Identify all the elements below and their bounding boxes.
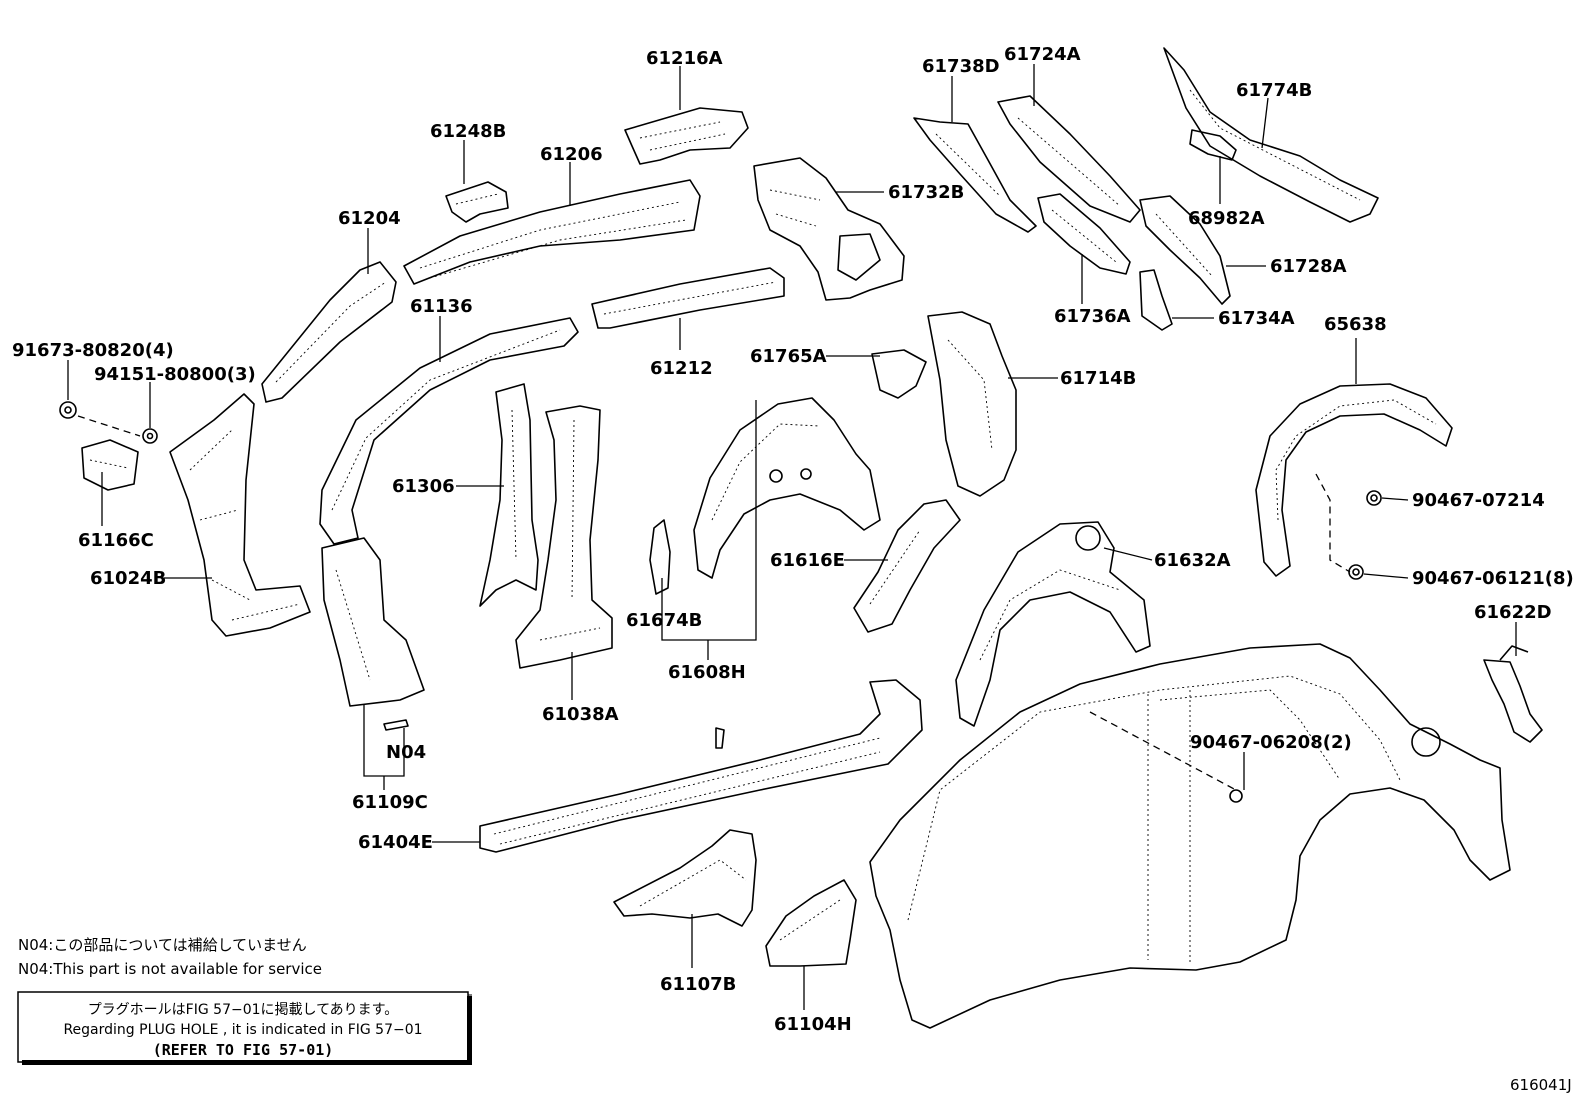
- figure-id: 616041J: [1510, 1076, 1572, 1094]
- part-61724A-drawing[interactable]: [997, 95, 1141, 223]
- part-N04-drawing[interactable]: [383, 719, 409, 731]
- part-61608H-drawing[interactable]: [693, 397, 881, 579]
- label-61616E: 61616E: [770, 550, 845, 571]
- part-61674B-drawing[interactable]: [649, 519, 671, 595]
- label-61306: 61306: [392, 476, 455, 497]
- part-61774B-drawing[interactable]: [1163, 47, 1379, 223]
- label-61166C: 61166C: [78, 530, 154, 551]
- label-61204: 61204: [338, 208, 401, 229]
- label-61674B: 61674B: [626, 610, 702, 631]
- label-61714B: 61714B: [1060, 368, 1136, 389]
- label-61038A: 61038A: [542, 704, 619, 725]
- part-61616E-drawing[interactable]: [853, 499, 961, 633]
- part-61109C-drawing[interactable]: [321, 537, 425, 707]
- reference-line-refer: (REFER TO FIG 57-01): [153, 1041, 334, 1059]
- label-61104H: 61104H: [774, 1014, 852, 1035]
- part-61104H-drawing[interactable]: [765, 879, 857, 967]
- part-61306-drawing[interactable]: [479, 383, 539, 607]
- part-68982A-drawing[interactable]: [1189, 129, 1237, 161]
- note-n04-english: N04:This part is not available for servi…: [18, 960, 322, 978]
- part-61038A-drawing[interactable]: [515, 405, 613, 669]
- reference-line-english: Regarding PLUG HOLE , it is indicated in…: [63, 1022, 422, 1038]
- label-61107B: 61107B: [660, 974, 736, 995]
- clip-90467-07214-drawing[interactable]: [1366, 490, 1382, 506]
- leader-lines: [67, 64, 1517, 1010]
- label-61109C: 61109C: [352, 792, 428, 813]
- label-91673-80820: 91673-80820(4): [12, 340, 174, 361]
- body-side-outer-panel: [869, 643, 1511, 1029]
- label-61632A: 61632A: [1154, 550, 1231, 571]
- part-61206-drawing[interactable]: [403, 179, 701, 285]
- label-61212: 61212: [650, 358, 713, 379]
- clip-90467-06208-path: [1089, 711, 1237, 791]
- part-61714B-drawing[interactable]: [927, 311, 1017, 497]
- part-61248B-drawing[interactable]: [445, 181, 509, 223]
- bolt-path: [77, 415, 141, 437]
- label-61774B: 61774B: [1236, 80, 1312, 101]
- label-68982A: 68982A: [1188, 208, 1265, 229]
- label-N04: N04: [386, 742, 426, 763]
- reference-line-japanese: プラグホールはFIG 57−01に掲載してあります。: [88, 1002, 399, 1018]
- label-61732B: 61732B: [888, 182, 964, 203]
- label-61136: 61136: [410, 296, 473, 317]
- label-90467-06208: 90467-06208(2): [1190, 732, 1352, 753]
- part-61136-drawing[interactable]: [319, 317, 579, 545]
- label-61728A: 61728A: [1270, 256, 1347, 277]
- part-61732B-drawing[interactable]: [753, 157, 905, 301]
- label-61724A: 61724A: [1004, 44, 1081, 65]
- part-61765A-drawing[interactable]: [871, 349, 927, 399]
- nut-90467-06121-drawing[interactable]: [1348, 564, 1364, 580]
- note-n04-japanese: N04:この部品については補給していません: [18, 936, 307, 954]
- label-61608H: 61608H: [668, 662, 746, 683]
- label-61248B: 61248B: [430, 121, 506, 142]
- part-61404E-drawing[interactable]: [479, 679, 923, 853]
- part-61204-drawing[interactable]: [261, 261, 397, 403]
- reference-box: プラグホールはFIG 57−01に掲載してあります。 Regarding PLU…: [17, 991, 472, 1065]
- label-61736A: 61736A: [1054, 306, 1131, 327]
- label-61024B: 61024B: [90, 568, 166, 589]
- label-94151-80800: 94151-80800(3): [94, 364, 256, 385]
- label-61206: 61206: [540, 144, 603, 165]
- label-90467-06121: 90467-06121(8): [1412, 568, 1574, 589]
- part-61736A-drawing[interactable]: [1037, 193, 1131, 275]
- bolt-91673-drawing[interactable]: [59, 401, 77, 419]
- label-61765A: 61765A: [750, 346, 827, 367]
- label-61404E: 61404E: [358, 832, 433, 853]
- part-61024B-drawing[interactable]: [169, 393, 311, 637]
- part-61738D-drawing[interactable]: [913, 117, 1037, 233]
- liner-fastener-path: [1315, 473, 1351, 573]
- label-65638: 65638: [1324, 314, 1387, 335]
- part-65638-drawing[interactable]: [1255, 383, 1453, 577]
- label-61216A: 61216A: [646, 48, 723, 69]
- part-61107B-drawing[interactable]: [613, 829, 757, 927]
- label-90467-07214: 90467-07214: [1412, 490, 1545, 511]
- part-61622D-drawing[interactable]: [1483, 645, 1543, 743]
- part-61734A-drawing[interactable]: [1139, 269, 1173, 331]
- part-61728A-drawing[interactable]: [1139, 195, 1231, 305]
- nut-94151-drawing[interactable]: [142, 428, 158, 444]
- label-61734A: 61734A: [1218, 308, 1295, 329]
- part-61216A-drawing[interactable]: [624, 107, 749, 165]
- part-61212-drawing[interactable]: [591, 267, 785, 329]
- part-61632A-drawing[interactable]: [955, 521, 1151, 727]
- label-61738D: 61738D: [922, 56, 1000, 77]
- label-61622D: 61622D: [1474, 602, 1552, 623]
- part-61166C-drawing[interactable]: [81, 439, 139, 491]
